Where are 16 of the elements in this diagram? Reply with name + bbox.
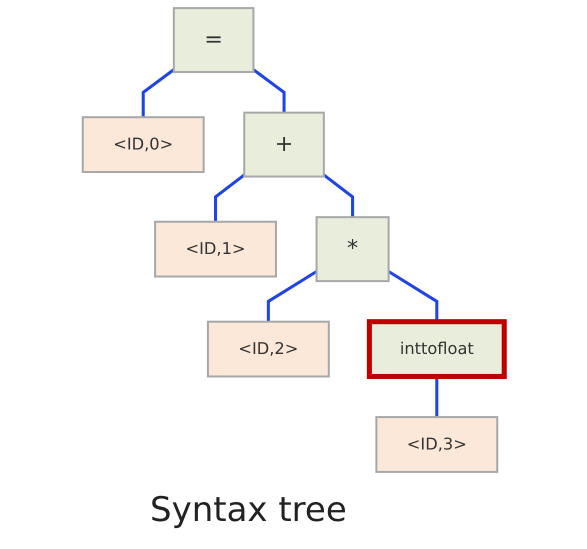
connector — [435, 376, 438, 418]
connector — [252, 68, 286, 113]
caption: Syntax tree — [150, 490, 347, 530]
connector — [322, 174, 354, 218]
connector — [142, 68, 175, 118]
node-box: <ID,3> — [375, 416, 498, 473]
node-box: * — [316, 216, 390, 282]
connector — [214, 174, 246, 222]
node-box: = — [172, 7, 254, 74]
node-box: + — [243, 112, 325, 178]
connector — [266, 270, 318, 322]
node-box: <ID,2> — [206, 320, 330, 378]
node-box: inttofloat — [366, 319, 507, 380]
connector — [388, 270, 438, 322]
node-box: <ID,1> — [154, 220, 277, 278]
node-box: <ID,0> — [82, 116, 205, 174]
